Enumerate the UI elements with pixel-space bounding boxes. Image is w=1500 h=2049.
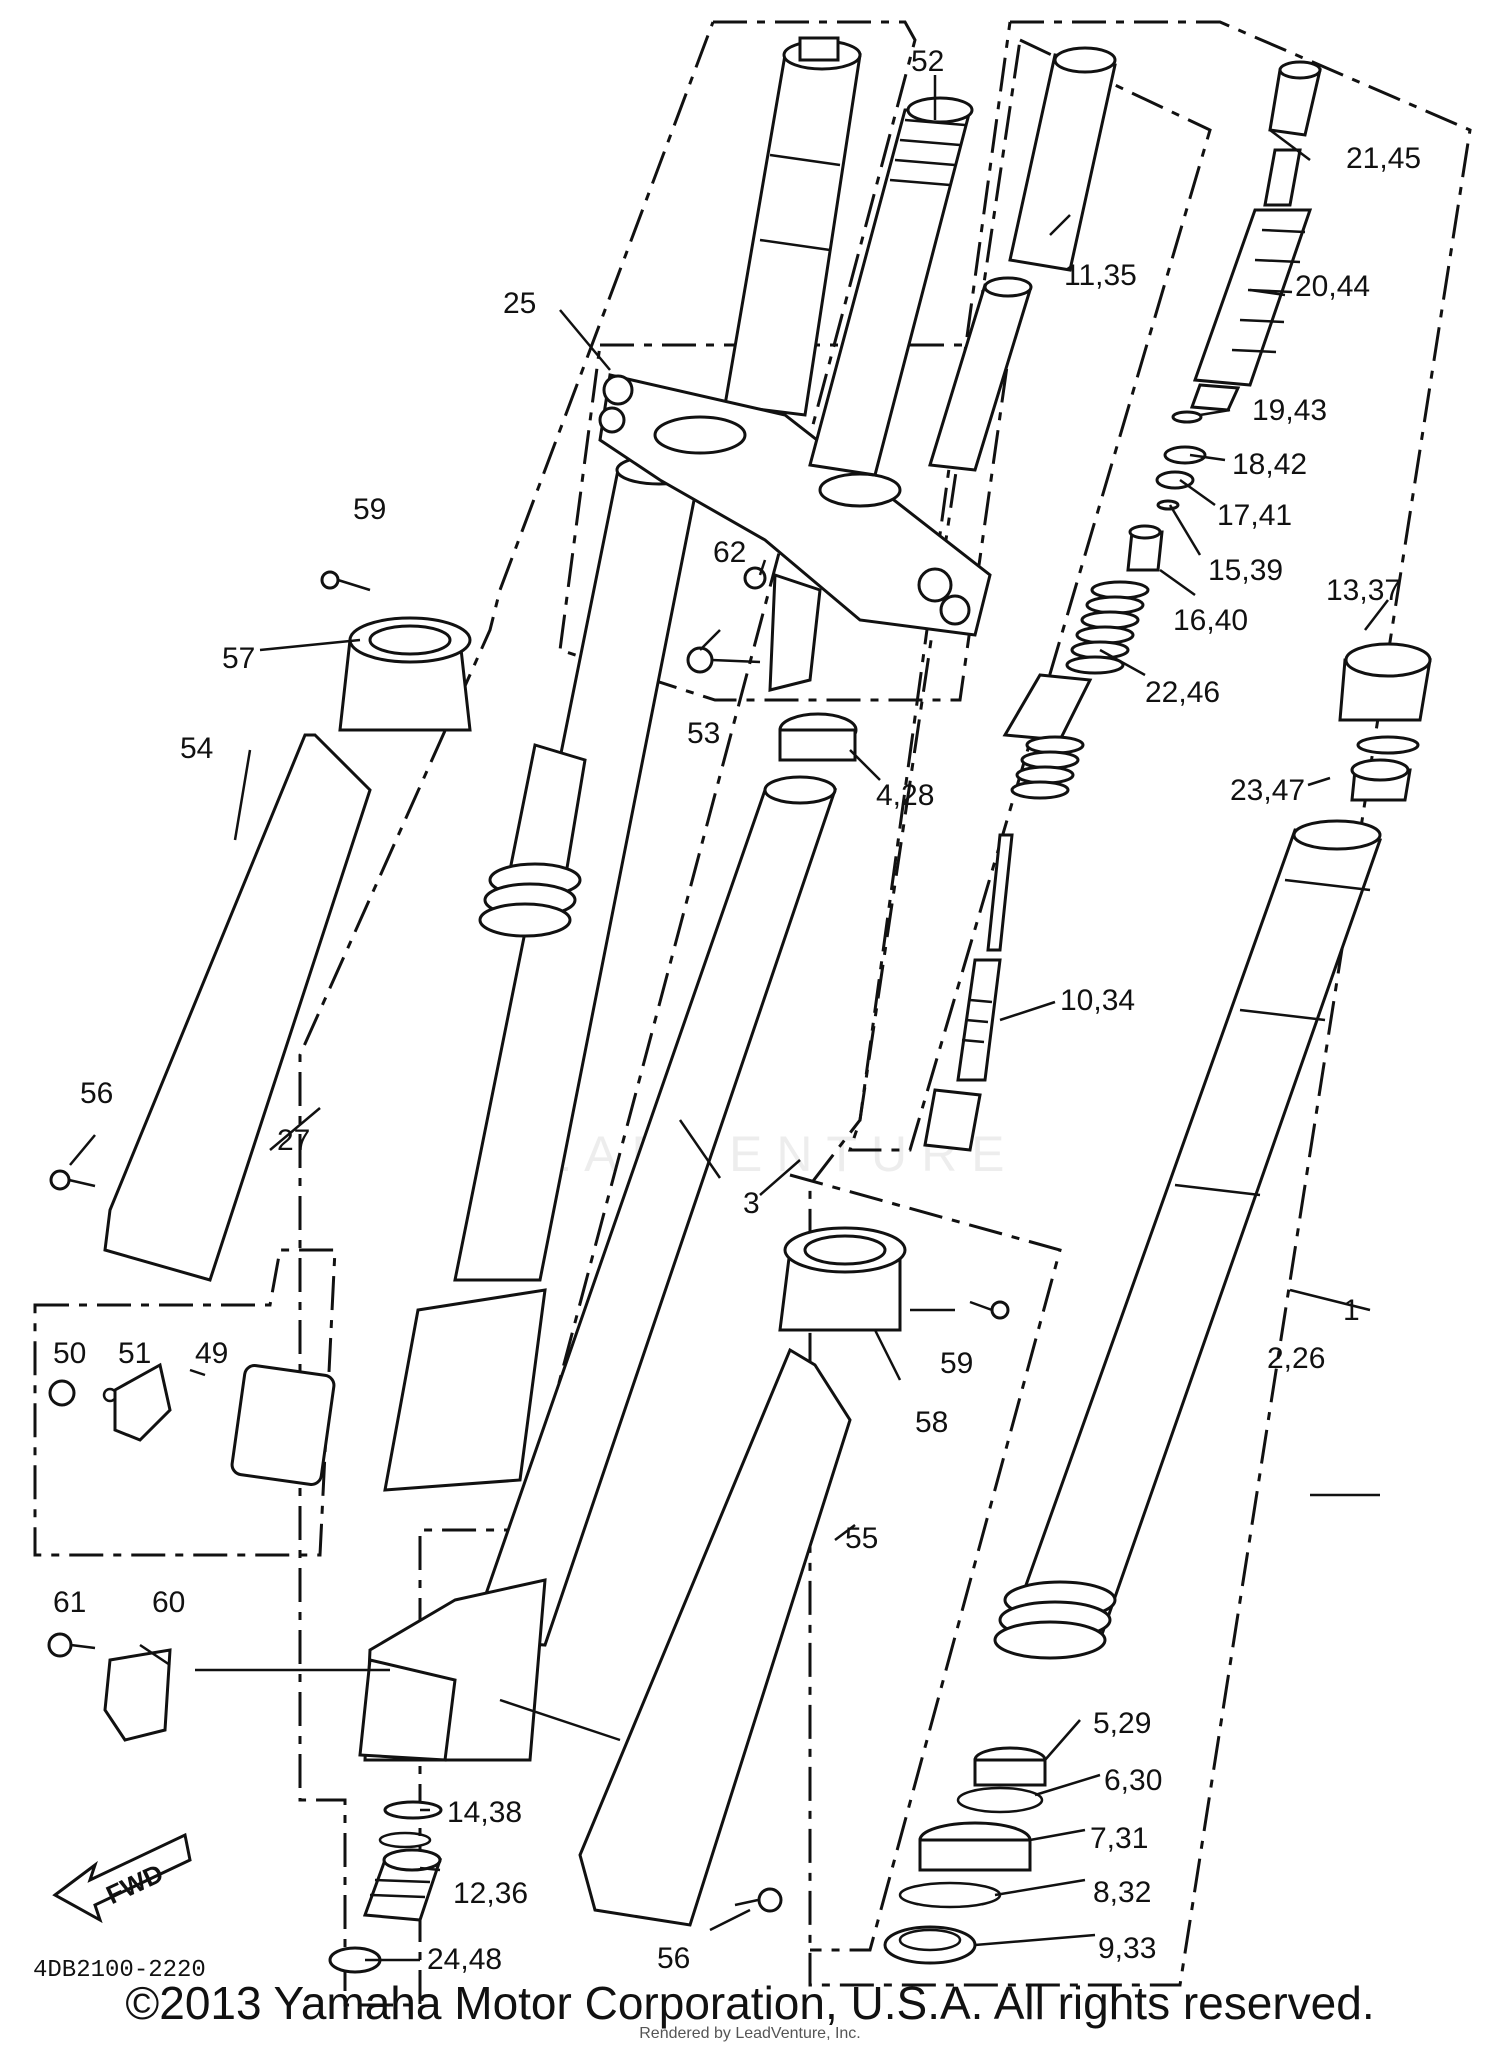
bottom-bushings (883, 1746, 1047, 1965)
label-9-33: 9,33 (1098, 1932, 1156, 1965)
boundary-outer-tube-group (808, 20, 1472, 1987)
label-3: 3 (743, 1187, 760, 1220)
cap-bolt (1338, 642, 1432, 802)
boundary-bracket-group (558, 343, 1012, 702)
label-20-44: 20,44 (1295, 270, 1370, 303)
damper-rod-top (808, 96, 974, 477)
label-59b: 59 (940, 1347, 973, 1380)
label-12-36: 12,36 (453, 1877, 528, 1910)
label-6-30: 6,30 (1104, 1764, 1162, 1797)
label-22-46: 22,46 (1145, 676, 1220, 709)
label-62: 62 (713, 536, 746, 569)
label-13-37: 13,37 (1326, 574, 1401, 607)
fork-guard-left (103, 733, 372, 1282)
fwd-arrow-icon: FWD (52, 1832, 192, 1924)
label-61: 61 (53, 1586, 86, 1619)
guard-clamp-lower (778, 1226, 907, 1332)
label-15-39: 15,39 (1208, 554, 1283, 587)
upper-tube-left-top (723, 36, 862, 417)
label-25: 25 (503, 287, 536, 320)
label-59a: 59 (353, 493, 386, 526)
boundary-cartridge-group (847, 38, 1212, 1152)
inner-tube-3 (358, 775, 838, 1762)
label-27: 27 (277, 1124, 310, 1157)
label-21-45: 21,45 (1346, 142, 1421, 175)
bracket-plate (103, 1648, 172, 1742)
label-5-29: 5,29 (1093, 1707, 1151, 1740)
label-58: 58 (915, 1406, 948, 1439)
label-18-42: 18,42 (1232, 448, 1307, 481)
label-52: 52 (911, 45, 944, 78)
oil-seal-body (778, 728, 857, 762)
label-10-34: 10,34 (1060, 984, 1135, 1017)
boundary-guard-group (789, 1173, 1062, 1952)
label-24-48: 24,48 (427, 1943, 502, 1976)
label-1: 1 (1343, 1294, 1360, 1327)
valve-stack (1126, 410, 1207, 572)
label-56a: 56 (80, 1077, 113, 1110)
label-56b: 56 (657, 1942, 690, 1975)
callout-labels: 1 2,26 3 4,28 5,29 6,30 7,31 8,32 9,33 1… (53, 45, 1421, 1976)
label-7-31: 7,31 (1090, 1822, 1148, 1855)
triple-clamp (598, 373, 992, 692)
boundary-clamp-group (33, 1248, 337, 1557)
cartridge-rod (923, 833, 1014, 1152)
label-23-47: 23,47 (1230, 774, 1305, 807)
label-19-43: 19,43 (1252, 394, 1327, 427)
rendered-by-credit: Rendered by LeadVenture, Inc. (639, 2025, 861, 2042)
label-11-35: 11,35 (1064, 259, 1137, 292)
axle-clamp-plate (113, 1362, 172, 1442)
base-valve (328, 1800, 443, 1974)
spacer-tube (928, 46, 1117, 472)
label-16-40: 16,40 (1173, 604, 1248, 637)
rebound-spring (1002, 580, 1150, 800)
label-60: 60 (152, 1586, 185, 1619)
label-14-38: 14,38 (447, 1796, 522, 1829)
label-54: 54 (180, 732, 213, 765)
copyright-footer: ©2013 Yamaha Motor Corporation, U.S.A. A… (125, 1977, 1375, 2029)
boundary-inner-tube-group (298, 20, 917, 2007)
label-2-26: 2,26 (1267, 1342, 1325, 1375)
label-55: 55 (845, 1522, 878, 1555)
label-8-32: 8,32 (1093, 1876, 1151, 1909)
label-50: 50 (53, 1337, 86, 1370)
diagram-code: 4DB2100-2220 (33, 1957, 206, 1984)
label-53: 53 (687, 717, 720, 750)
guard-clamp-upper (338, 616, 472, 732)
label-4-28: 4,28 (876, 779, 934, 812)
label-49: 49 (195, 1337, 228, 1370)
watermark-text: LEADVENTURE (495, 1126, 1019, 1182)
label-51: 51 (118, 1337, 151, 1370)
outer-tube-right (993, 819, 1383, 1660)
leader-lines (69, 75, 1389, 1962)
bolts (47, 566, 1010, 1913)
piston-rod (1189, 60, 1322, 412)
inner-tube-left (230, 454, 703, 1492)
label-57: 57 (222, 642, 255, 675)
label-17-41: 17,41 (1217, 499, 1292, 532)
fork-guard-right (578, 1347, 852, 1927)
